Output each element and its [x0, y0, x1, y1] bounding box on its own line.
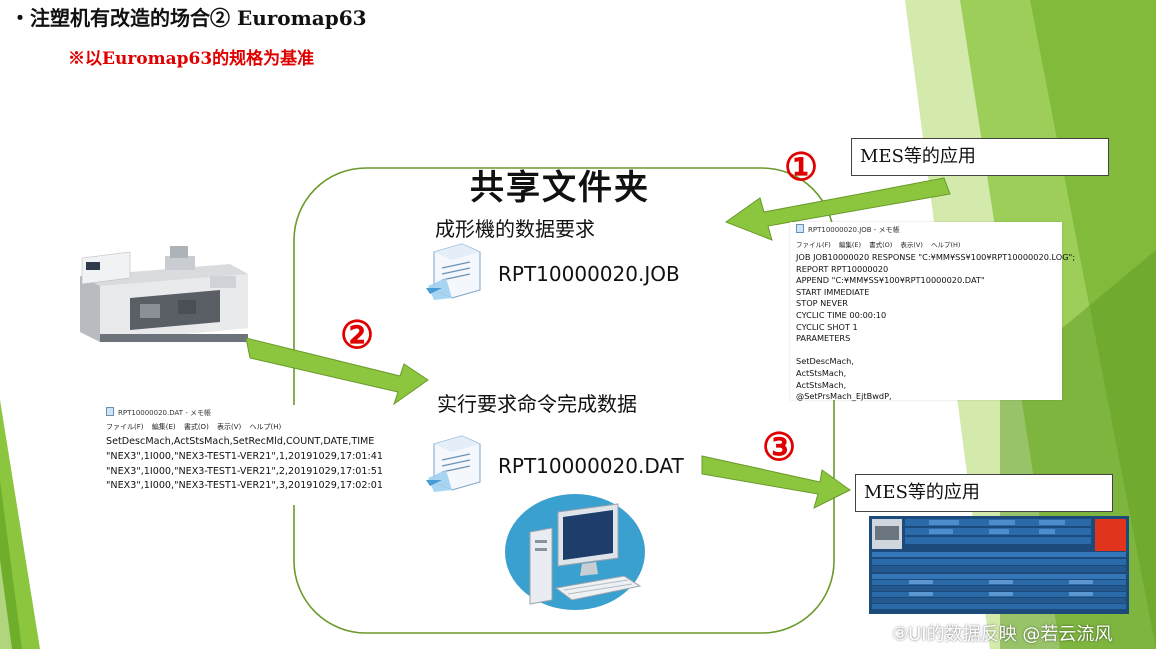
- job-line: CYCLIC SHOT 1: [796, 321, 858, 332]
- job-notepad-content[interactable]: JOB JOB10000020 RESPONSE "C:¥MM¥SS¥100¥R…: [790, 252, 1076, 403]
- dat-notepad-window: RPT10000020.DAT - メモ帳 ファイル(F) 編集(E) 書式(O…: [100, 405, 383, 505]
- job-line: [796, 345, 1056, 357]
- dat-notepad-menu[interactable]: ファイル(F) 編集(E) 書式(O) 表示(V) ヘルプ(H): [106, 423, 282, 431]
- job-line: JOB JOB10000020 RESPONSE "C:¥MM¥SS¥100¥R…: [796, 252, 1076, 262]
- result-label: 实行要求命令完成数据: [437, 392, 637, 416]
- dat-line: "NEX3",1I000,"NEX3-TEST1-VER21",2,201910…: [106, 465, 383, 477]
- job-file-name[interactable]: RPT10000020.JOB: [498, 262, 680, 286]
- dat-file-name[interactable]: RPT10000020.DAT: [498, 454, 684, 478]
- step-3-marker: ③: [762, 424, 797, 469]
- job-line: SetDescMach,: [796, 356, 854, 367]
- job-line: ActStsMach,: [796, 367, 847, 378]
- job-line: REPORT RPT10000020: [796, 263, 889, 274]
- job-line: @SetPrsMach_EjtBwdP,: [796, 391, 892, 402]
- notepad-icon: [106, 407, 114, 416]
- dat-notepad-title: RPT10000020.DAT - メモ帳: [118, 409, 211, 417]
- dat-notepad-content[interactable]: SetDescMach,ActStsMach,SetRecMld,COUNT,D…: [100, 435, 383, 494]
- job-line: ActStsMach,: [796, 379, 847, 390]
- job-line: STOP NEVER: [796, 298, 848, 309]
- dat-notepad-titlebar: RPT10000020.DAT - メモ帳: [100, 405, 380, 419]
- job-line: START IMMEDIATE: [796, 286, 870, 297]
- mes-app-bottom: MES等的应用: [855, 474, 1113, 512]
- page-subtitle: ※以Euromap63的规格为基准: [68, 49, 315, 69]
- dat-file-icon[interactable]: [424, 434, 486, 492]
- request-label: 成形機的数据要求: [435, 217, 595, 241]
- computer-icon: [505, 494, 645, 610]
- dat-line: SetDescMach,ActStsMach,SetRecMld,COUNT,D…: [106, 436, 375, 447]
- shared-folder-title: 共享文件夹: [470, 168, 650, 208]
- job-line: CYCLIC TIME 00:00:10: [796, 309, 887, 320]
- job-file-icon[interactable]: [424, 242, 486, 300]
- page-title: ・注塑机有改造的场合② Euromap63: [10, 6, 367, 30]
- mes-app-top: MES等的应用: [851, 138, 1109, 176]
- job-notepad-title: RPT10000020.JOB - メモ帳: [808, 226, 900, 234]
- job-notepad-window: RPT10000020.JOB - メモ帳 ファイル(F) 編集(E) 書式(O…: [790, 222, 1076, 403]
- job-notepad-menu[interactable]: ファイル(F) 編集(E) 書式(O) 表示(V) ヘルプ(H): [796, 241, 961, 249]
- mes-ui-screenshot: [869, 516, 1129, 614]
- dat-line: "NEX3",1I000,"NEX3-TEST1-VER21",1,201910…: [106, 450, 383, 462]
- step-2-marker: ②: [340, 312, 375, 357]
- job-line: PARAMETERS: [796, 333, 851, 344]
- notepad-icon: [796, 224, 804, 233]
- caption-watermark: ③UI的数据反映 @若云流风: [892, 624, 1113, 645]
- injection-molding-machine-image: [80, 246, 248, 342]
- job-notepad-titlebar: RPT10000020.JOB - メモ帳: [790, 222, 1062, 236]
- step-1-marker: ①: [784, 144, 819, 189]
- job-line: APPEND "C:¥MM¥SS¥100¥RPT10000020.DAT": [796, 275, 985, 286]
- dat-line: "NEX3",1I000,"NEX3-TEST1-VER21",3,201910…: [106, 480, 383, 492]
